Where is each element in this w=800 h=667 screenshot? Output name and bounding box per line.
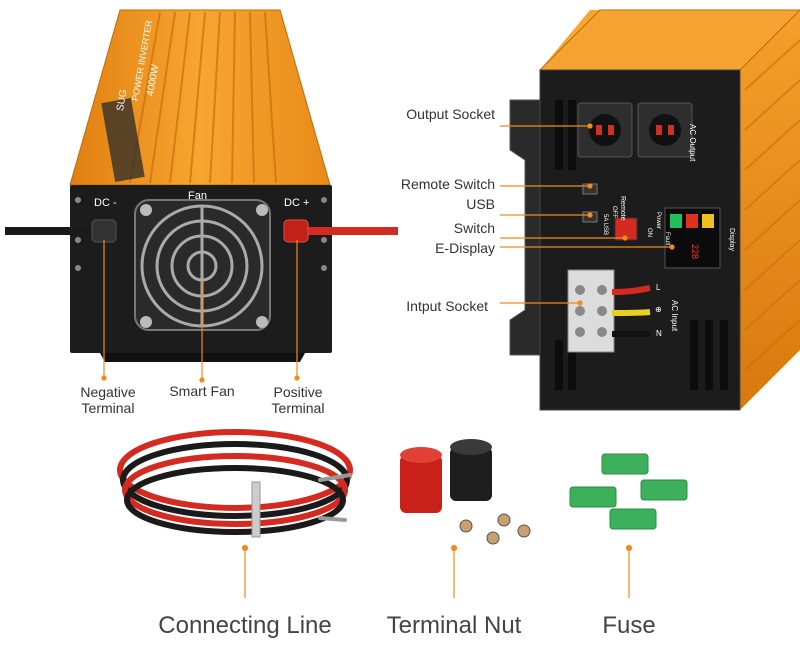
terminal-nut-label: Terminal Nut bbox=[386, 612, 522, 639]
fan-grille bbox=[134, 199, 271, 331]
terminal-n-text: N bbox=[656, 329, 662, 338]
remote-switch-text: Remote Switch bbox=[400, 176, 495, 192]
front-callout-lines bbox=[101, 240, 300, 383]
positive-terminal-label: Positive Terminal bbox=[272, 384, 325, 416]
accessory-callout-lines bbox=[241, 544, 633, 598]
terminal-nut-set bbox=[400, 439, 531, 545]
power-text: Power bbox=[655, 212, 661, 230]
rear-inverter bbox=[509, 9, 800, 411]
usb-text: 5A USB bbox=[602, 214, 608, 236]
negative-terminal-line1: Negative bbox=[80, 384, 136, 400]
fan-text: Fan bbox=[188, 190, 207, 202]
display-text: Display bbox=[728, 228, 735, 251]
connecting-line-label: Connecting Line bbox=[158, 612, 332, 639]
terminal-ground-text: ⊕ bbox=[655, 305, 662, 314]
remote-text: Remote bbox=[619, 196, 626, 221]
output-socket-label: Output Socket bbox=[406, 106, 495, 122]
usb-callout-text: USB bbox=[466, 196, 495, 212]
positive-terminal-line1: Positive bbox=[273, 384, 323, 400]
fuse-set bbox=[569, 453, 688, 530]
display-readout: 228 bbox=[690, 244, 700, 260]
ac-output-text: AC Output bbox=[688, 124, 697, 162]
dc-negative-text: DC - bbox=[94, 197, 117, 209]
negative-terminal-line2: Terminal bbox=[81, 400, 135, 416]
positive-terminal-line2: Terminal bbox=[271, 400, 325, 416]
remote-switch-usb-label: Remote Switch USB bbox=[360, 176, 495, 212]
switch-label: Switch bbox=[453, 220, 495, 236]
off-text: OFF bbox=[611, 206, 617, 218]
ac-input-text: AC Input bbox=[670, 300, 679, 332]
e-display-label: E-Display bbox=[435, 240, 495, 256]
on-text: ON bbox=[646, 228, 652, 237]
connecting-line-coil bbox=[117, 429, 353, 538]
dc-positive-text: DC + bbox=[284, 197, 310, 209]
fuse-label: Fuse bbox=[602, 612, 656, 639]
rear-callout-lines bbox=[500, 123, 675, 306]
smart-fan-label: Smart Fan bbox=[169, 383, 235, 399]
terminal-l-text: L bbox=[656, 283, 661, 292]
negative-terminal-label: Negative Terminal bbox=[80, 384, 135, 416]
fault-text: Fault bbox=[664, 232, 670, 246]
input-socket-label: Intput Socket bbox=[406, 298, 488, 314]
